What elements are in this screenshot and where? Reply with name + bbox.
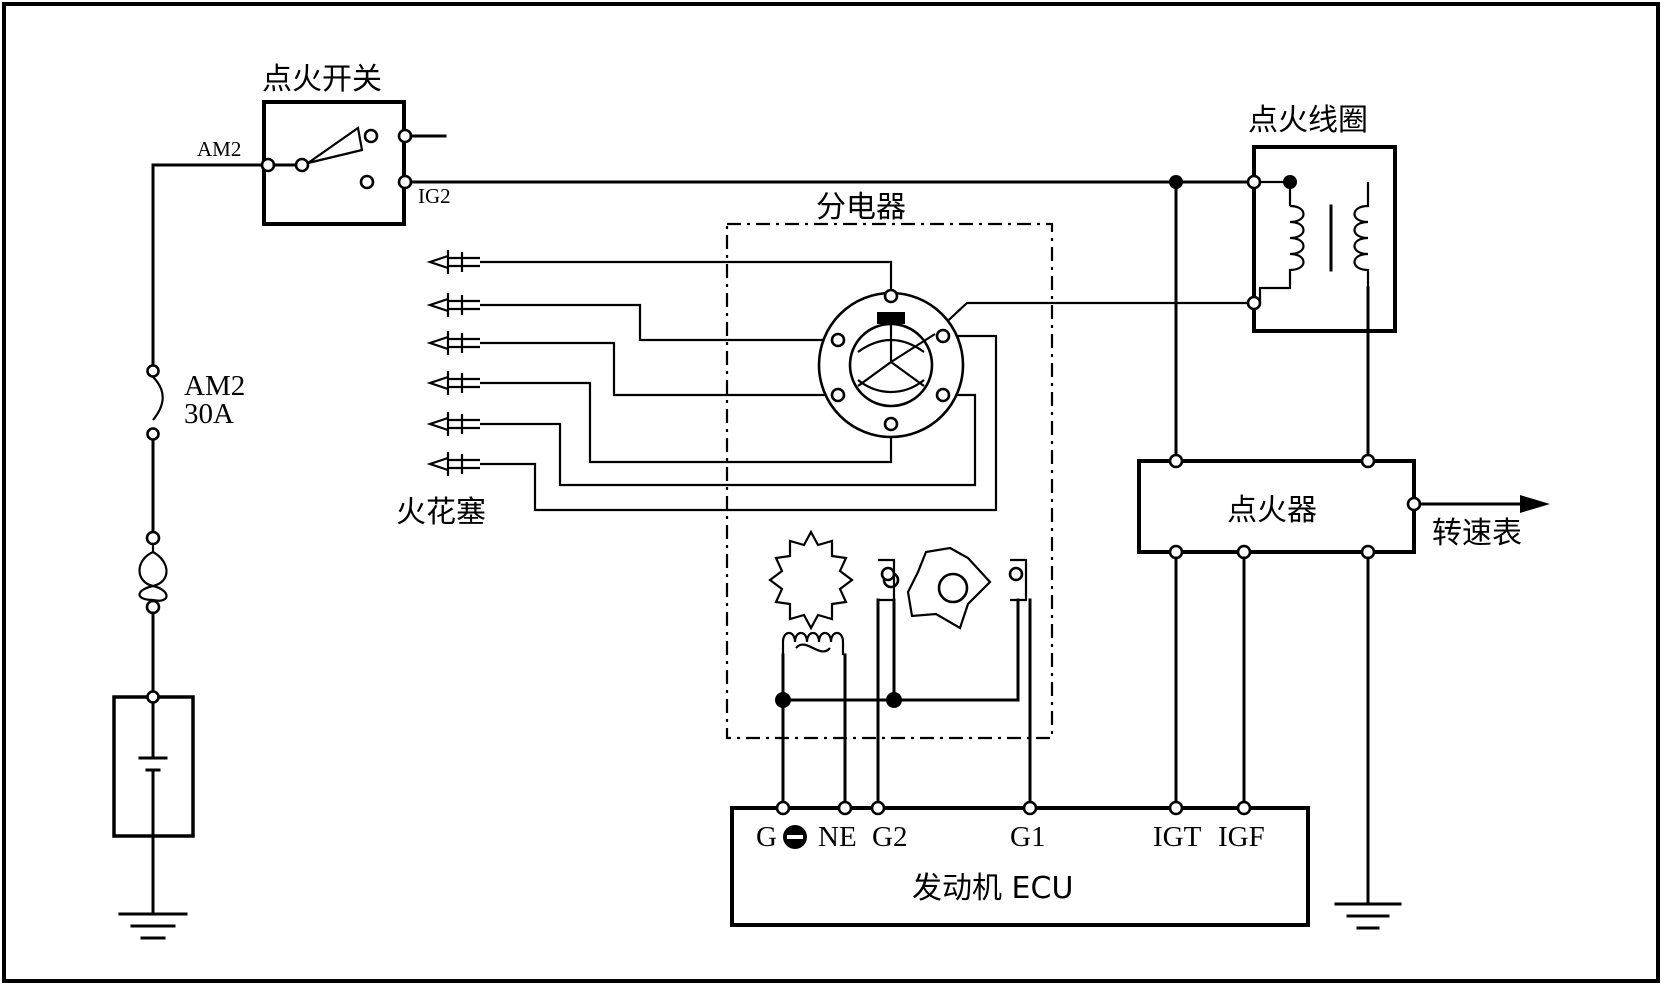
spark-plugs <box>426 250 480 476</box>
ground-icon <box>118 912 188 940</box>
fuse-name-label: AM2 <box>184 370 245 402</box>
ecu-pin-g1: G1 <box>1010 821 1045 853</box>
ecu-pin-igt: IGT <box>1153 821 1202 853</box>
wire-high-tension <box>937 301 1248 331</box>
distributor: 分电器 <box>725 190 1054 806</box>
ecu-label: 发动机 ECU <box>912 871 1073 906</box>
ignition-switch-label: 点火开关 <box>262 62 382 97</box>
spark-plug-icon <box>426 250 480 274</box>
spark-plug-icon <box>426 331 480 355</box>
ignition-coil: 点火线圈 <box>1246 103 1397 333</box>
tachometer-arrow-icon <box>1520 495 1550 513</box>
distributor-label: 分电器 <box>816 190 906 225</box>
minus-circle-icon <box>783 825 807 849</box>
coil-icon <box>1258 182 1370 303</box>
ground-icon <box>1334 902 1402 930</box>
supply-branch: AM2 30A <box>112 163 266 940</box>
wire-am2-supply <box>151 163 266 370</box>
tachometer-label: 转速表 <box>1432 516 1522 551</box>
spark-plug-icon <box>426 452 480 476</box>
ecu-pin-igf: IGF <box>1218 821 1265 853</box>
ignition-switch: 点火开关 AM2 IG2 <box>197 62 451 226</box>
ecu-pin-g2: G2 <box>872 821 907 853</box>
ignition-coil-label: 点火线圈 <box>1248 103 1368 138</box>
g-signal-rotor <box>878 546 1028 630</box>
fuse-icon <box>146 364 164 441</box>
ig2-terminal-label: IG2 <box>418 184 451 208</box>
spark-plug-icon <box>426 293 480 317</box>
ecu-pin-g-minus: G <box>756 821 777 853</box>
spark-plug-leads <box>480 260 998 512</box>
am2-terminal-label: AM2 <box>197 137 241 161</box>
ne-signal-rotor <box>768 529 854 655</box>
igniter: 点火器 <box>1137 453 1422 560</box>
spark-plug-icon <box>426 412 480 436</box>
igniter-label: 点火器 <box>1227 493 1317 528</box>
ecu-pin-ne: NE <box>818 821 857 853</box>
spark-plug-icon <box>426 371 480 395</box>
fusible-link-icon <box>138 530 168 615</box>
spark-plug-label: 火花塞 <box>396 495 486 530</box>
battery-icon <box>112 690 195 838</box>
engine-ecu: G NE G2 G1 IGT IGF 发动机 ECU <box>730 800 1310 927</box>
fuse-rating-label: 30A <box>184 398 234 430</box>
